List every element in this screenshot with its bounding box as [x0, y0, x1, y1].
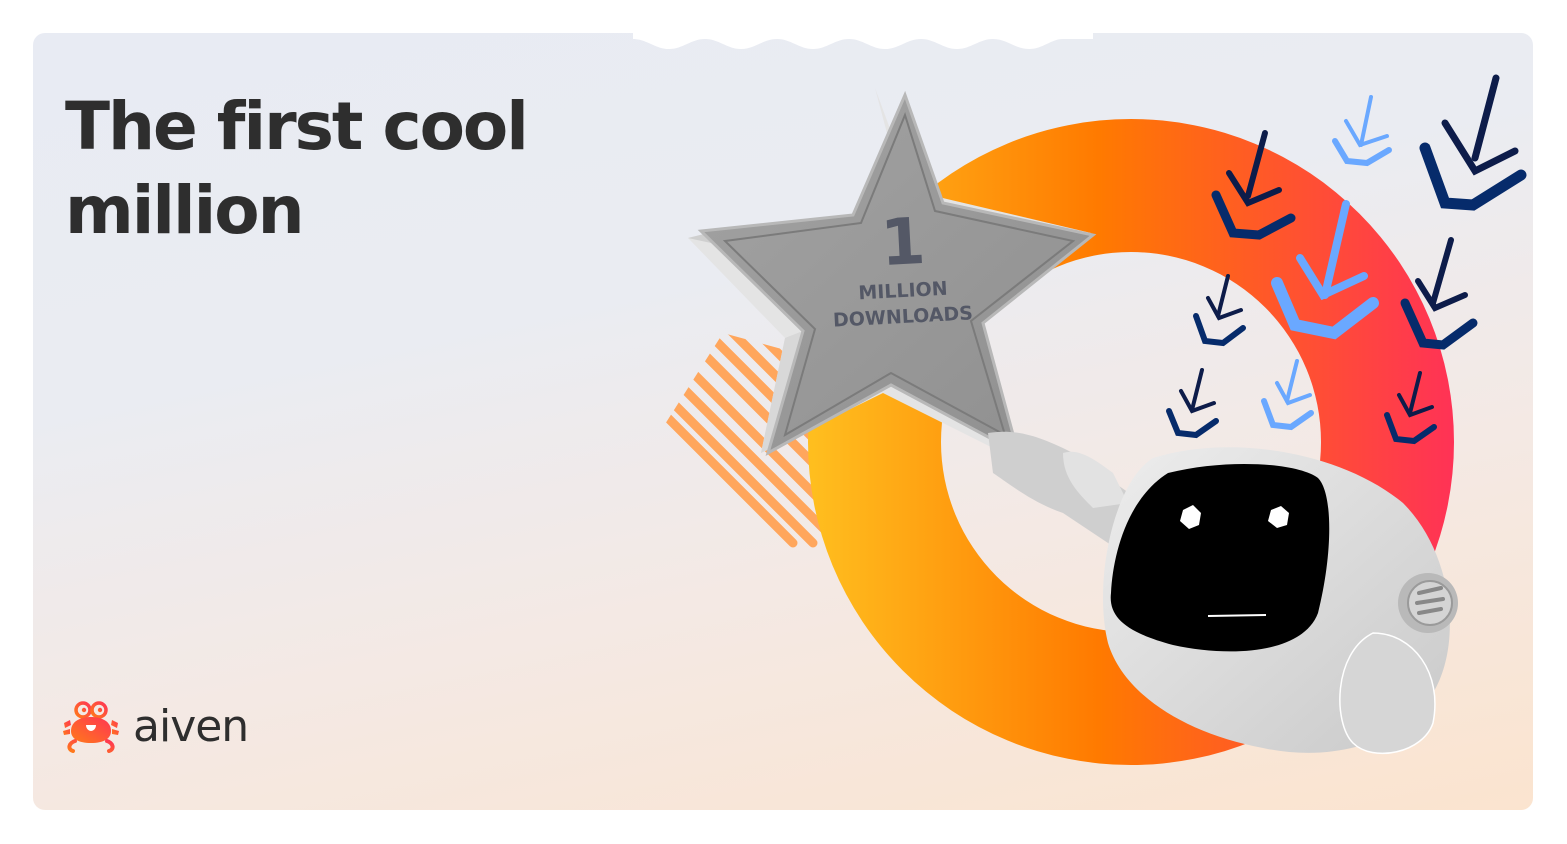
download-arrow-icon	[1397, 371, 1434, 418]
robot-mouth	[1207, 614, 1267, 617]
star-trophy-icon	[688, 88, 1097, 463]
banner-card: The first cool million	[33, 33, 1533, 810]
download-arrow-icon	[1206, 274, 1243, 321]
crab-icon	[63, 701, 119, 753]
illustration	[653, 74, 1527, 765]
robot-eye-right	[1268, 506, 1289, 528]
star-badge-number: 1	[878, 204, 928, 282]
robot-arm	[988, 431, 1143, 553]
brand-logo: aiven	[61, 701, 249, 753]
download-arrow-icon	[1226, 130, 1282, 207]
download-arrows-decoration	[1166, 74, 1527, 445]
download-arrow-icon	[1415, 237, 1468, 312]
brand-name: aiven	[133, 701, 249, 752]
download-arrow-icon	[1275, 359, 1312, 406]
robot-head	[1103, 447, 1458, 755]
download-arrow-icon	[1179, 368, 1216, 414]
robot-eye-left	[1180, 505, 1201, 529]
page-title: The first cool million	[65, 88, 529, 249]
download-arrow-icon	[1441, 74, 1519, 176]
wave-edge-decoration	[633, 33, 1093, 49]
download-arrow-icon	[1296, 200, 1368, 301]
download-arrow-icon	[1344, 95, 1389, 148]
